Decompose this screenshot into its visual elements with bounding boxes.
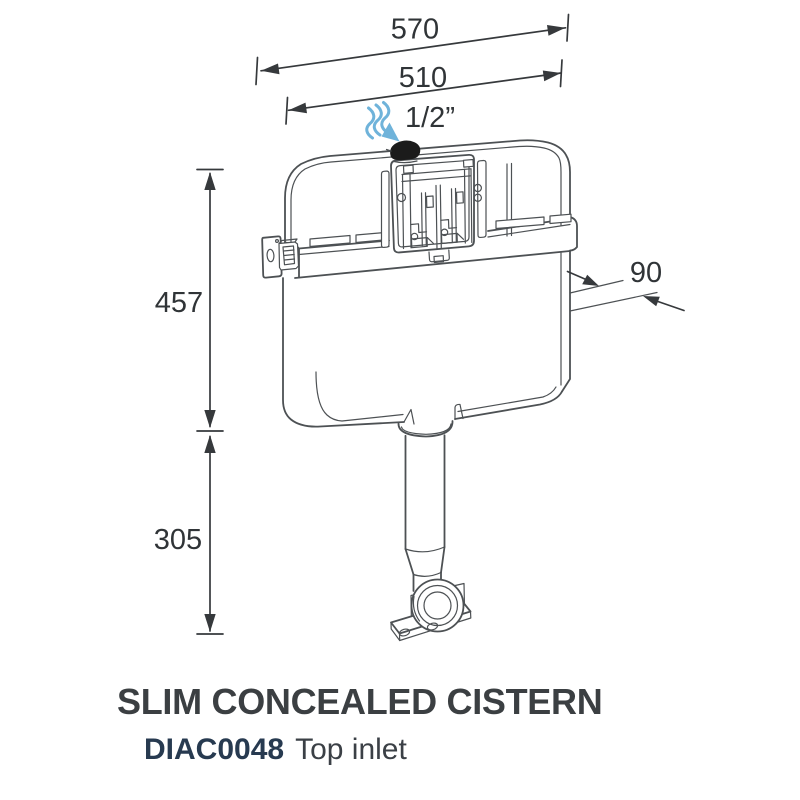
dim-depth-label: 90 bbox=[630, 257, 662, 289]
dim-lid-width: 510 bbox=[285, 59, 563, 125]
panel-top-clip bbox=[462, 158, 474, 168]
panel-screw-hole bbox=[473, 183, 482, 193]
inlet-size-label: 1/2” bbox=[405, 102, 455, 134]
lid-inner-line bbox=[290, 145, 562, 245]
joint-band bbox=[284, 213, 578, 279]
band-right-endcap bbox=[569, 216, 578, 252]
wall-bracket bbox=[261, 235, 300, 279]
pipe-flange bbox=[397, 420, 454, 438]
access-panel bbox=[390, 153, 482, 264]
dim-overall-width-label: 570 bbox=[391, 14, 439, 46]
panel-rail-left bbox=[380, 170, 390, 249]
dim-flush-pipe-height: 305 bbox=[154, 435, 224, 635]
pipe-taper bbox=[404, 546, 446, 576]
dim-body-height-label: 457 bbox=[155, 287, 203, 319]
band-tab bbox=[549, 213, 572, 225]
panel-inner-frame bbox=[395, 160, 470, 248]
dim-inlet-size: 1/2” bbox=[405, 102, 455, 134]
depth-edge-lines bbox=[569, 279, 658, 312]
product-title: SLIM CONCEALED CISTERN bbox=[117, 681, 603, 722]
dim-depth: 90 bbox=[566, 257, 685, 312]
floor-bracket-hole bbox=[398, 628, 411, 637]
outlet-ring-inner bbox=[423, 591, 452, 620]
lid-outline bbox=[284, 139, 571, 246]
tank-body bbox=[282, 250, 571, 428]
outlet-ring-outer bbox=[410, 578, 465, 633]
flush-mechanism-right bbox=[440, 187, 465, 245]
inlet-valve bbox=[385, 140, 421, 164]
flush-pipe bbox=[397, 420, 454, 592]
product-subtitle: DIAC0048 Top inlet bbox=[144, 733, 407, 767]
pipe-notch-right bbox=[454, 403, 464, 421]
panel-screw-hole bbox=[396, 192, 407, 203]
panel-top-clip bbox=[402, 164, 414, 174]
wall-bracket-hole bbox=[266, 248, 275, 263]
dim-flush-pipe-height-label: 305 bbox=[154, 524, 202, 556]
dim-body-height: 457 bbox=[155, 168, 224, 432]
dim-lid-width-label: 510 bbox=[399, 62, 447, 94]
wall-bracket-plate bbox=[261, 235, 283, 279]
band-tab bbox=[309, 234, 351, 248]
cistern-body bbox=[261, 139, 658, 642]
band-tab bbox=[495, 216, 545, 230]
flush-mechanism-left bbox=[410, 192, 435, 249]
water-inlet-arrow-icon bbox=[365, 101, 400, 142]
floor-bracket-hole bbox=[426, 622, 439, 631]
panel-bottom-tab bbox=[428, 249, 450, 263]
panel-screw-hole bbox=[473, 193, 482, 202]
product-code: DIAC0048 bbox=[144, 733, 285, 766]
dim-overall-width: 570 bbox=[255, 14, 570, 86]
floor-bracket bbox=[390, 578, 472, 642]
dimension-annotations: 570 510 1/2” 457 bbox=[154, 14, 685, 635]
product-variant: Top inlet bbox=[295, 733, 407, 766]
pipe-notch-left bbox=[403, 408, 415, 425]
